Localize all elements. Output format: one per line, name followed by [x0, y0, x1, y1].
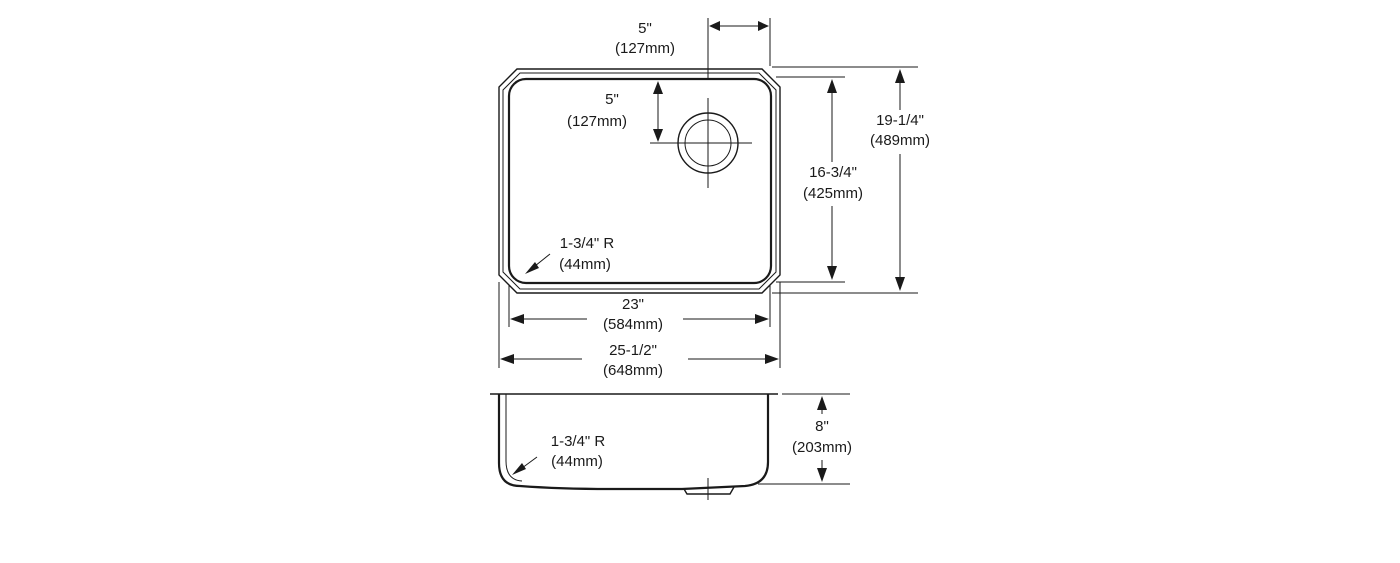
bowl-front-back-metric: (425mm) [803, 185, 863, 202]
bowl-width-imperial: 23" [622, 296, 644, 313]
bowl-front-back-imperial: 16-3/4" [809, 164, 857, 181]
dim-bowl-depth: 8" (203mm) [758, 393, 852, 485]
dim-corner-radius-top: 1-3/4" R (44mm) [525, 235, 614, 274]
corner-radius-top-imperial: 1-3/4" R [560, 235, 615, 252]
corner-radius-side-metric: (44mm) [551, 453, 603, 470]
overall-width-imperial: 25-1/2" [609, 342, 657, 359]
sink-outer-flange [498, 68, 781, 294]
sink-flange-inner-edge [502, 72, 777, 290]
drain [655, 98, 752, 188]
bowl-width-metric: (584mm) [603, 316, 663, 333]
dim-corner-radius-side: 1-3/4" R (44mm) [512, 433, 605, 475]
drain-offset-y-metric: (127mm) [567, 113, 627, 130]
dim-overall-width: 25-1/2" (648mm) [498, 282, 781, 379]
drain-offset-y-imperial: 5" [605, 91, 619, 108]
drain-offset-x-imperial: 5" [638, 20, 652, 37]
drain-offset-x-metric: (127mm) [615, 40, 675, 57]
overall-front-back-imperial: 19-1/4" [876, 112, 924, 129]
overall-width-metric: (648mm) [603, 362, 663, 379]
side-view: 8" (203mm) 1-3/4" R (44mm) [490, 393, 852, 500]
overall-front-back-metric: (489mm) [870, 132, 930, 149]
bowl-depth-imperial: 8" [815, 418, 829, 435]
dim-drain-offset-x: 5" (127mm) [615, 18, 771, 80]
dim-drain-offset-y: 5" (127mm) [567, 81, 665, 144]
dim-bowl-width: 23" (584mm) [508, 285, 771, 333]
top-view: 5" (127mm) 5" (127mm) 16-3/4" (425mm) [498, 18, 930, 379]
side-view-drain [683, 478, 735, 500]
corner-radius-top-metric: (44mm) [559, 256, 611, 273]
corner-radius-side-imperial: 1-3/4" R [551, 433, 606, 450]
side-view-bowl-inner [505, 394, 523, 482]
dim-overall-front-back: 19-1/4" (489mm) [772, 66, 930, 294]
dim-bowl-front-back: 16-3/4" (425mm) [776, 76, 863, 283]
side-view-bowl-profile [497, 394, 770, 491]
sink-bowl-outline [507, 77, 773, 285]
bowl-depth-metric: (203mm) [792, 439, 852, 456]
